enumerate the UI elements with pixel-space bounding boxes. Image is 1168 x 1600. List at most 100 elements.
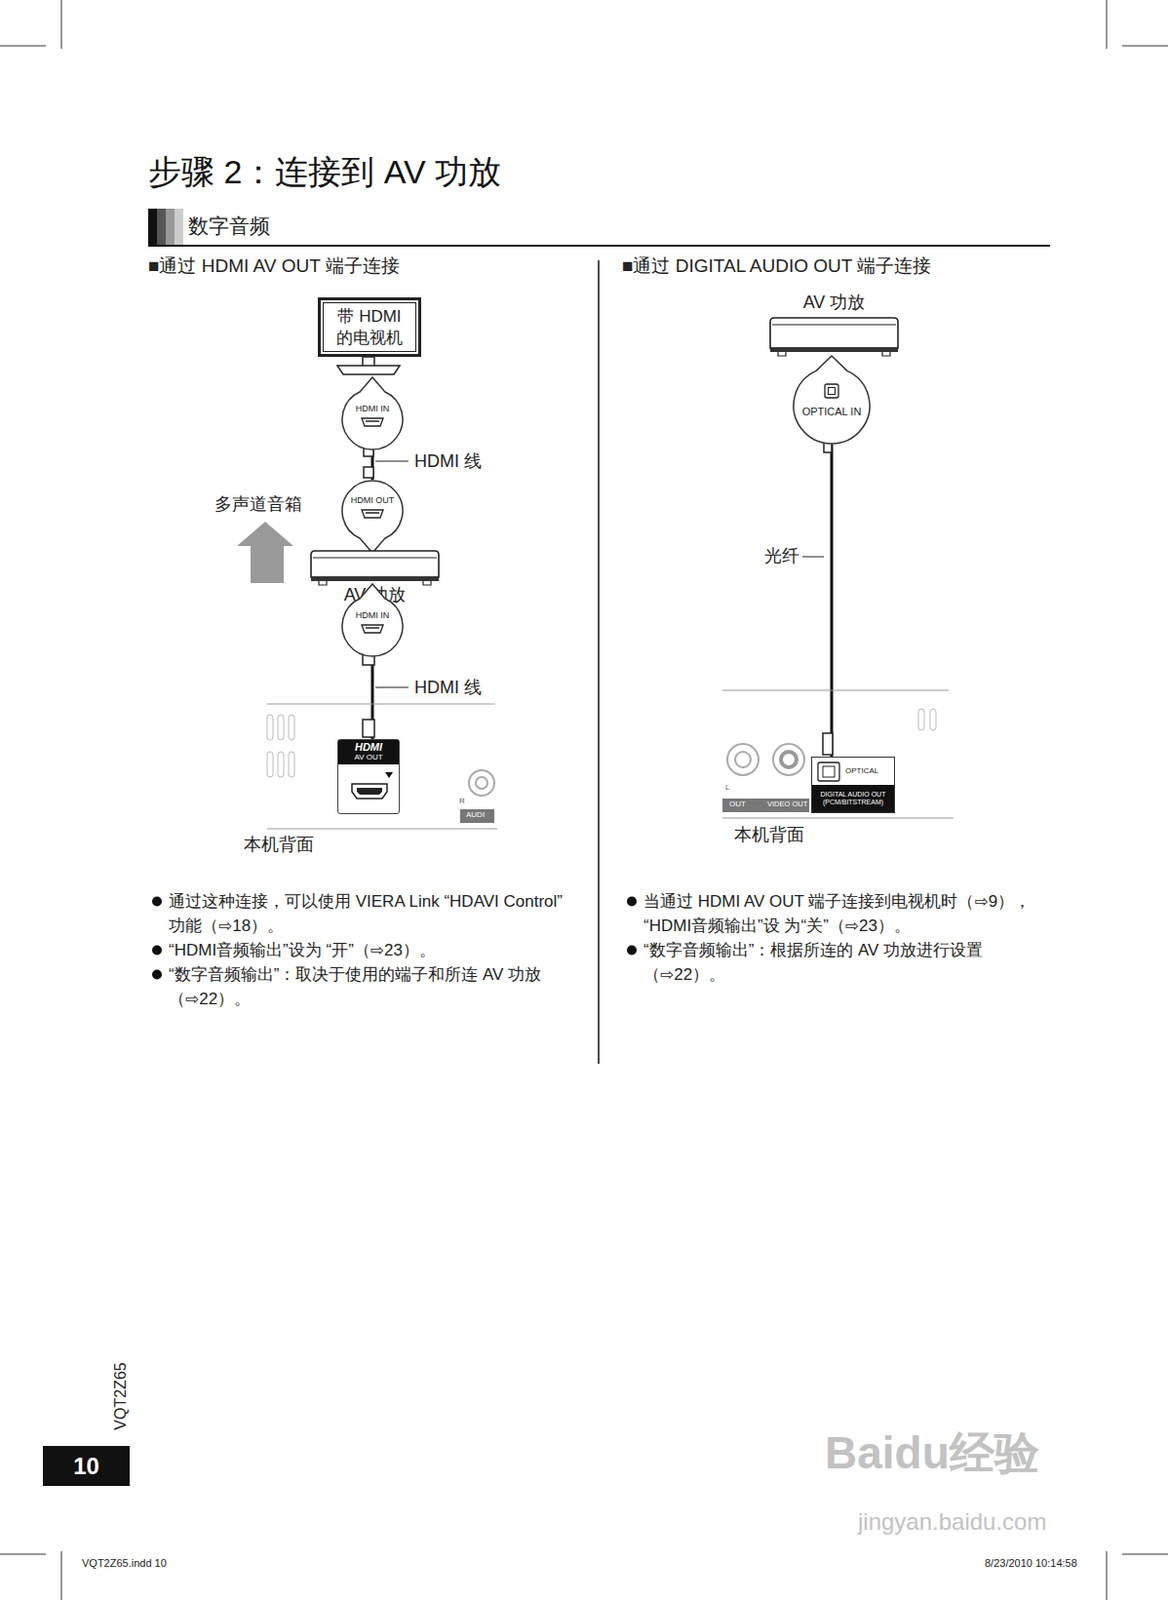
callout-outline xyxy=(342,377,403,450)
page-title: 步骤 2：连接到 AV 功放 xyxy=(148,151,502,194)
watermark: jingyan.baidu.com xyxy=(857,1507,1047,1537)
cable-plugs xyxy=(362,438,833,755)
av-amplifier: AV 功放 xyxy=(311,550,439,582)
port-name: HDMI OUT xyxy=(341,495,404,507)
vent-slot xyxy=(267,714,273,740)
amp-body xyxy=(311,550,439,578)
bullet-dot xyxy=(626,896,637,907)
port-band: HDMIAV OUT xyxy=(338,739,399,765)
bullet-dot xyxy=(152,970,162,980)
hdmi-socket xyxy=(356,787,383,795)
port-band: DIGITAL AUDIO OUT (PCM/BITSTREAM) xyxy=(812,784,895,813)
port-caption: DIGITAL AUDIO OUT (PCM/BITSTREAM) xyxy=(814,790,893,808)
tv-screen: 带 HDMI 的电视机 xyxy=(317,297,422,357)
port-name: OPTICAL xyxy=(845,766,879,777)
optical-socket xyxy=(822,766,835,778)
vent-slot xyxy=(918,708,925,731)
section-bar xyxy=(156,208,166,246)
audio-jack xyxy=(475,777,488,789)
optical-socket-icon xyxy=(824,384,839,398)
hdmi-plug xyxy=(363,467,374,478)
vent-slot xyxy=(277,714,284,740)
hdmi-socket-icon xyxy=(361,624,384,633)
label-text: 本机背面 xyxy=(243,833,314,857)
bullet-dot xyxy=(626,945,637,956)
port-name: HDMI IN xyxy=(341,403,404,415)
callout-circle: HDMI OUT xyxy=(341,479,404,543)
watermark: Baidu经验 xyxy=(824,1425,1040,1482)
label-text: VQT2Z65.indd 10 xyxy=(81,1557,167,1571)
leader-line xyxy=(375,461,824,688)
label-text: AUDI xyxy=(466,810,485,820)
callout-circle: OPTICAL IN xyxy=(792,366,871,445)
node-outline xyxy=(341,594,404,658)
node-outline xyxy=(341,479,404,543)
output-port: HDMIAV OUT xyxy=(337,739,400,815)
optical-socket xyxy=(817,762,840,781)
audio-jack xyxy=(468,770,495,796)
vent-slot xyxy=(288,751,295,778)
note-text: “HDMI音频输出”设为 “开”（⇨23）。 xyxy=(168,937,574,963)
callout-outline xyxy=(342,584,403,657)
device-name: 带 HDMI 的电视机 xyxy=(330,306,409,350)
section-bar xyxy=(165,208,175,246)
bullet-dot xyxy=(152,896,162,907)
port-logo: HDMI xyxy=(338,741,399,753)
node-outline xyxy=(341,388,404,451)
hdmi-socket xyxy=(351,783,388,799)
port-face: OPTICAL xyxy=(812,757,895,785)
label-text: 本机背面 xyxy=(734,823,805,847)
vent-slot xyxy=(267,751,273,778)
amp-body xyxy=(770,317,898,349)
node-outline xyxy=(770,317,898,352)
bullet-dot xyxy=(152,945,162,956)
label-text: VIDEO OUT xyxy=(767,799,808,809)
amp-edge xyxy=(311,557,439,578)
hdmi-socket-icon xyxy=(361,418,384,427)
amp-foot xyxy=(318,581,431,585)
label-text: OUT xyxy=(729,799,746,810)
hdmi-plug xyxy=(362,719,375,738)
optical-plug xyxy=(822,733,833,755)
panel-edge xyxy=(267,703,498,829)
callout-circle: HDMI IN xyxy=(341,388,404,451)
panel-edge xyxy=(722,690,954,818)
port-name: HDMI IN xyxy=(341,610,404,622)
label-text: R xyxy=(459,796,466,807)
hdmi-socket-icon xyxy=(361,509,384,518)
amp-base xyxy=(311,577,439,582)
callout-outline xyxy=(793,355,870,444)
section-bar xyxy=(174,208,184,246)
marker-triangle xyxy=(385,772,393,779)
av-amplifier: AV 功放 xyxy=(770,317,898,352)
cable-label: HDMI 线 xyxy=(413,676,483,700)
video-jack xyxy=(780,751,797,768)
callout-outline xyxy=(342,480,403,553)
label-text: 多声道音箱 xyxy=(214,493,303,516)
video-jack xyxy=(773,743,805,776)
amp-foot xyxy=(778,351,891,356)
label-text: 数字音频 xyxy=(188,213,271,239)
cable xyxy=(830,444,834,757)
optical-socket-icon xyxy=(828,388,836,395)
cable-label: HDMI 线 xyxy=(413,450,483,473)
label-text: 8/23/2010 10:14:58 xyxy=(984,1557,1078,1571)
node-outline xyxy=(311,550,439,582)
device-name: AV 功放 xyxy=(770,291,898,313)
note-text: 当通过 HDMI AV OUT 端子连接到电视机时（⇨9），“HDMI音频输出”… xyxy=(643,889,1044,938)
audio-jack xyxy=(735,751,751,768)
callout-circle: HDMI IN xyxy=(341,594,404,658)
note-text: “数字音频输出”：根据所连的 AV 功放进行设置（⇨22）。 xyxy=(643,937,1044,987)
column-divider xyxy=(597,260,600,1064)
page-number: 10 xyxy=(42,1445,130,1486)
jack-band xyxy=(722,798,810,813)
doc-code: VQT2Z65 xyxy=(111,1362,131,1430)
section-bar xyxy=(148,208,157,246)
cable-label: 光纤 xyxy=(763,545,801,568)
audio-jack xyxy=(727,743,759,776)
label-text: ■通过 HDMI AV OUT 端子连接 xyxy=(148,254,400,278)
output-port: OPTICAL DIGITAL AUDIO OUT (PCM/BITSTREAM) xyxy=(811,756,896,814)
